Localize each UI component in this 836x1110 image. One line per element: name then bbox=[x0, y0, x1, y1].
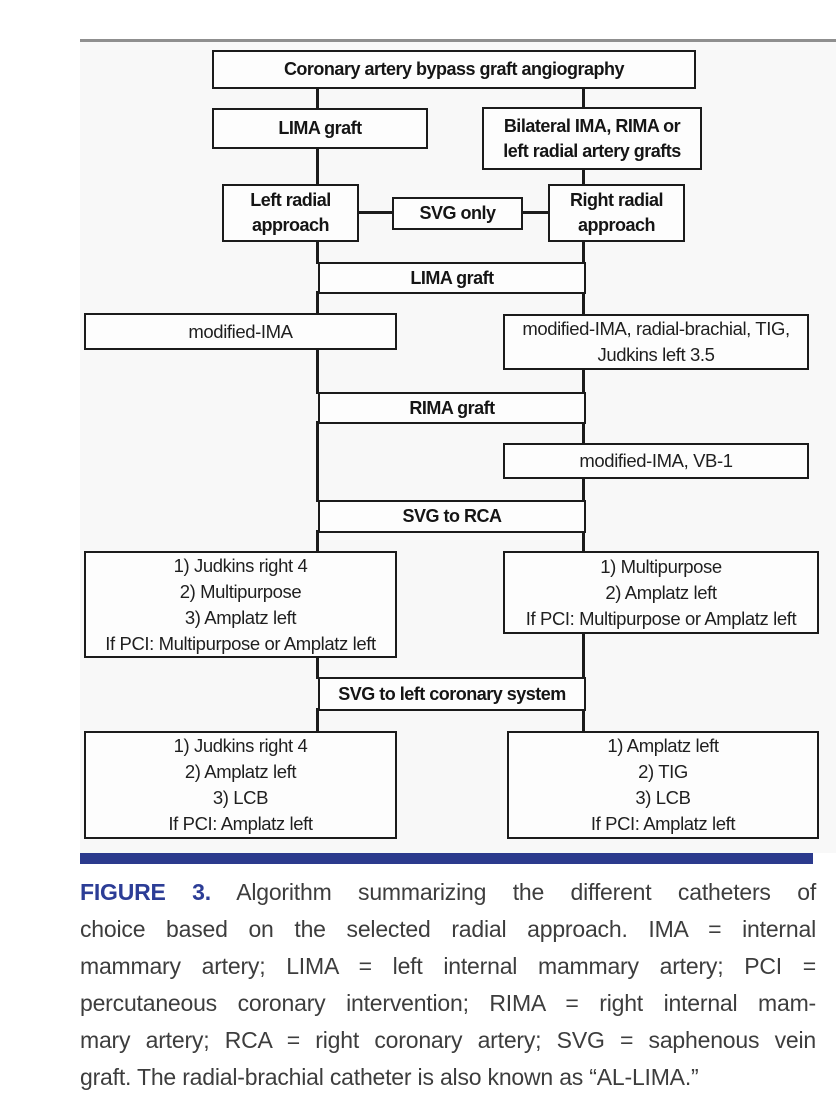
connector bbox=[316, 88, 319, 110]
lima-graft-label: LIMA graft bbox=[278, 118, 362, 138]
bilateral-grafts-line: Bilateral IMA, RIMA or bbox=[503, 115, 681, 136]
connector bbox=[582, 631, 585, 679]
left-lima-catheters-text: modified-IMA bbox=[188, 320, 293, 342]
lima-graft-band: LIMA graft bbox=[318, 262, 586, 294]
left-radial-line: approach bbox=[251, 215, 330, 235]
svg-rca-band-label: SVG to RCA bbox=[402, 506, 502, 526]
right-rima-catheters-text: modified-IMA, VB-1 bbox=[579, 450, 733, 471]
right-svg-left-catheters-box: 1) Amplatz left 2) TIG 3) LCB If PCI: Am… bbox=[507, 731, 819, 839]
connector bbox=[520, 211, 551, 214]
catheter-list-item: 3) LCB bbox=[212, 787, 269, 808]
right-svg-rca-catheters-box: 1) Multipurpose 2) Amplatz left If PCI: … bbox=[503, 551, 819, 634]
right-radial-line: Right radial bbox=[569, 190, 664, 210]
connector bbox=[357, 211, 395, 214]
figure-number-label: FIGURE 3. bbox=[80, 879, 211, 905]
catheter-list-item: If PCI: Multipurpose or Amplatz left bbox=[525, 607, 797, 629]
svg-rca-band: SVG to RCA bbox=[318, 500, 586, 533]
caption-line: mary artery; RCA = right coronary artery… bbox=[80, 1027, 816, 1053]
rima-graft-band: RIMA graft bbox=[318, 392, 586, 424]
left-radial-approach-box: Left radial approach bbox=[222, 184, 359, 242]
catheter-list-item: 2) Multipurpose bbox=[179, 580, 302, 602]
root-box: Coronary artery bypass graft angiography bbox=[212, 50, 696, 89]
catheter-list-item: 1) Judkins right 4 bbox=[173, 554, 308, 576]
catheter-list-item: 3) LCB bbox=[635, 787, 691, 808]
connector bbox=[316, 708, 319, 733]
connector bbox=[582, 368, 585, 394]
right-rima-catheters-box: modified-IMA, VB-1 bbox=[503, 443, 809, 479]
svg-only-label: SVG only bbox=[419, 203, 496, 223]
svg-only-box: SVG only bbox=[392, 197, 523, 230]
root-box-label: Coronary artery bypass graft angiography bbox=[283, 59, 625, 79]
right-radial-approach-box: Right radial approach bbox=[548, 184, 685, 242]
left-lima-catheters-box: modified-IMA bbox=[84, 313, 397, 350]
left-svg-left-catheters-box: 1) Judkins right 4 2) Amplatz left 3) LC… bbox=[84, 731, 397, 839]
connector bbox=[316, 655, 319, 679]
connector bbox=[582, 239, 585, 264]
connector bbox=[582, 88, 585, 110]
catheter-list-item: 1) Judkins right 4 bbox=[173, 735, 308, 756]
connector bbox=[582, 708, 585, 733]
bilateral-grafts-line: left radial artery grafts bbox=[503, 140, 681, 161]
right-radial-line: approach bbox=[577, 215, 656, 235]
svg-left-coronary-band: SVG to left coronary system bbox=[318, 677, 586, 711]
top-rule bbox=[80, 39, 836, 42]
rima-graft-band-label: RIMA graft bbox=[409, 397, 495, 418]
left-radial-line: Left radial bbox=[250, 190, 331, 210]
catheter-list-item: 2) Amplatz left bbox=[605, 581, 717, 603]
caption-text: Algorithm summarizing the different cath… bbox=[236, 879, 817, 905]
left-svg-rca-catheters-box: 1) Judkins right 4 2) Multipurpose 3) Am… bbox=[84, 551, 397, 658]
connector bbox=[582, 421, 585, 445]
catheter-list-item: 1) Amplatz left bbox=[607, 735, 719, 756]
lima-graft-box: LIMA graft bbox=[212, 108, 428, 149]
connector bbox=[316, 239, 319, 264]
catheter-list-item: 2) Amplatz left bbox=[184, 761, 297, 782]
caption-line: percutaneous coronary intervention; RIMA… bbox=[80, 990, 816, 1016]
right-lima-catheters-line: modified-IMA, radial-brachial, TIG, bbox=[522, 318, 790, 339]
catheter-list-item: 3) Amplatz left bbox=[184, 606, 297, 628]
figure-divider-bar bbox=[80, 853, 813, 864]
catheter-list-item: 1) Multipurpose bbox=[600, 555, 722, 577]
lima-graft-band-label: LIMA graft bbox=[410, 267, 494, 288]
connector bbox=[582, 291, 585, 316]
connector bbox=[316, 421, 319, 502]
connector bbox=[316, 291, 319, 315]
catheter-list-item: If PCI: Multipurpose or Amplatz left bbox=[105, 632, 376, 654]
connector bbox=[316, 530, 319, 553]
figure-caption: FIGURE 3. Algorithm summarizing the diff… bbox=[80, 874, 816, 1096]
catheter-list-item: If PCI: Amplatz left bbox=[590, 813, 736, 834]
right-lima-catheters-line: Judkins left 3.5 bbox=[597, 344, 715, 365]
right-lima-catheters-box: modified-IMA, radial-brachial, TIG, Judk… bbox=[503, 314, 809, 370]
connector bbox=[316, 146, 319, 186]
connector bbox=[582, 476, 585, 502]
connector bbox=[316, 347, 319, 394]
caption-line: choice based on the selected radial appr… bbox=[80, 916, 816, 942]
catheter-list-item: 2) TIG bbox=[638, 761, 688, 782]
connector bbox=[582, 168, 585, 186]
caption-line: mammary artery; LIMA = left internal mam… bbox=[80, 953, 816, 979]
svg-left-coronary-band-label: SVG to left coronary system bbox=[338, 683, 566, 704]
caption-line: FIGURE 3. Algorithm summarizing the diff… bbox=[80, 874, 816, 911]
caption-line: graft. The radial-brachial catheter is a… bbox=[80, 1064, 699, 1090]
bilateral-grafts-box: Bilateral IMA, RIMA or left radial arter… bbox=[482, 107, 702, 170]
catheter-list-item: If PCI: Amplatz left bbox=[168, 813, 313, 834]
connector bbox=[582, 530, 585, 553]
